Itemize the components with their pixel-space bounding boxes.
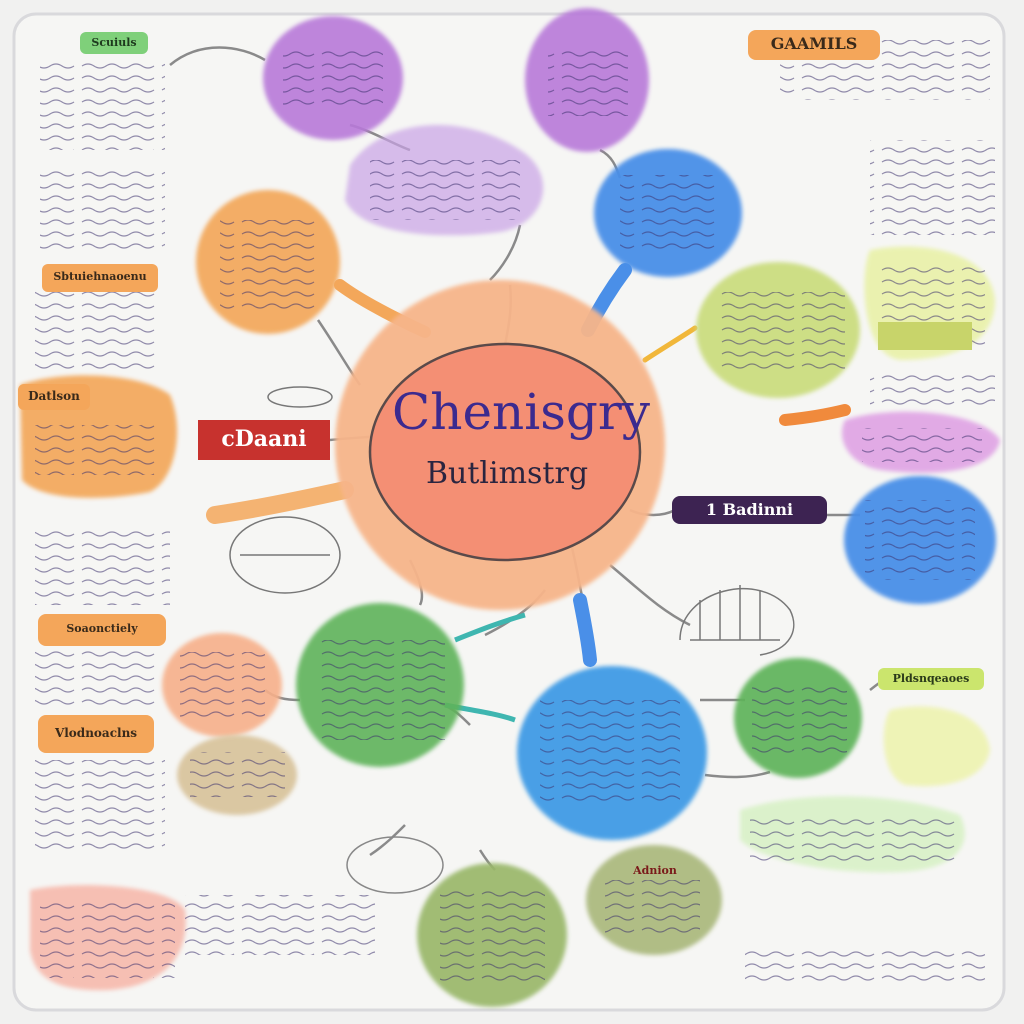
bottom-blob-tag: Adnion bbox=[633, 864, 677, 877]
dark-tag-bg bbox=[672, 496, 827, 524]
left-tag-lower: Soaonctiely bbox=[66, 622, 138, 635]
purple-node-top-text bbox=[283, 50, 383, 106]
right-green-tag: Pldsnqeaoes bbox=[892, 672, 970, 685]
left-column-text-1 bbox=[40, 60, 165, 150]
left-column-text-5 bbox=[35, 645, 155, 705]
olive-node-small-text bbox=[605, 880, 700, 935]
left-big-tag: Datlson bbox=[28, 389, 80, 403]
left-column-text-3 bbox=[35, 290, 160, 370]
left-tag-mid: Sbtuiehnaoenu bbox=[53, 270, 147, 283]
top-right-tag: GAAMILS bbox=[770, 34, 858, 53]
olive-tag-right-bg bbox=[878, 322, 972, 350]
top-right-tag-bg bbox=[748, 30, 880, 60]
dark-tag: 1 Badinni bbox=[705, 500, 794, 519]
small-oval-outline bbox=[267, 386, 333, 408]
bottom-mid-text bbox=[185, 895, 375, 955]
blue-down-arrow bbox=[573, 593, 597, 667]
left-big-tag-bg bbox=[18, 384, 90, 410]
yellow-pointer bbox=[642, 325, 698, 363]
left-tag-mid-bg bbox=[42, 264, 158, 292]
left-tag-lower-bg bbox=[38, 614, 166, 646]
sketch-dome-icon bbox=[679, 585, 795, 656]
tan-node-text bbox=[190, 752, 285, 797]
orange-node-upper-text bbox=[220, 220, 315, 310]
orange-node-left-text bbox=[35, 425, 155, 475]
center-title: Chenisgry bbox=[392, 383, 651, 441]
blue-node-right-text bbox=[865, 500, 975, 580]
sketch-flask-icon bbox=[229, 516, 341, 594]
right-green-tag-bg bbox=[878, 668, 984, 690]
red-tag-bg bbox=[198, 420, 330, 460]
green-node-right-text bbox=[752, 682, 847, 757]
left-column-text-2 bbox=[40, 165, 165, 250]
right-column-text-4 bbox=[745, 945, 985, 985]
green-node-lower-text bbox=[315, 640, 445, 740]
olive-node-right-text bbox=[715, 292, 845, 372]
left-column-text-4 bbox=[35, 525, 170, 605]
yellow-wash-lower-right bbox=[883, 706, 990, 787]
blue-node-upper-text bbox=[620, 175, 720, 251]
right-column-text-2 bbox=[870, 140, 995, 235]
center-subtitle: Butlimstrg bbox=[425, 456, 589, 491]
purple-node-top-right-text bbox=[548, 50, 628, 116]
magenta-wash-text bbox=[862, 428, 982, 462]
top-left-tag-bg bbox=[80, 32, 148, 54]
red-tag: cDaani bbox=[221, 426, 307, 452]
blue-node-lower-text bbox=[540, 700, 680, 805]
center-node-inner bbox=[368, 342, 642, 562]
teal-line bbox=[454, 612, 526, 643]
left-tag-bottom-bg bbox=[38, 715, 154, 753]
mint-wash-text bbox=[750, 815, 960, 865]
purple-wash-text bbox=[370, 160, 520, 220]
pink-wash-text bbox=[40, 898, 175, 978]
orange-swoosh bbox=[206, 481, 354, 524]
orange-mini-arrow bbox=[779, 404, 851, 426]
olive-node-bottom-text bbox=[440, 890, 545, 985]
peach-node-text bbox=[180, 652, 265, 722]
left-tag-bottom: Vlodnoaclns bbox=[54, 726, 138, 740]
left-column-text-6 bbox=[35, 760, 165, 850]
top-left-tag: Scuiuls bbox=[91, 36, 137, 49]
right-column-text-3 bbox=[870, 370, 995, 405]
sketch-bowl-icon bbox=[346, 836, 444, 894]
